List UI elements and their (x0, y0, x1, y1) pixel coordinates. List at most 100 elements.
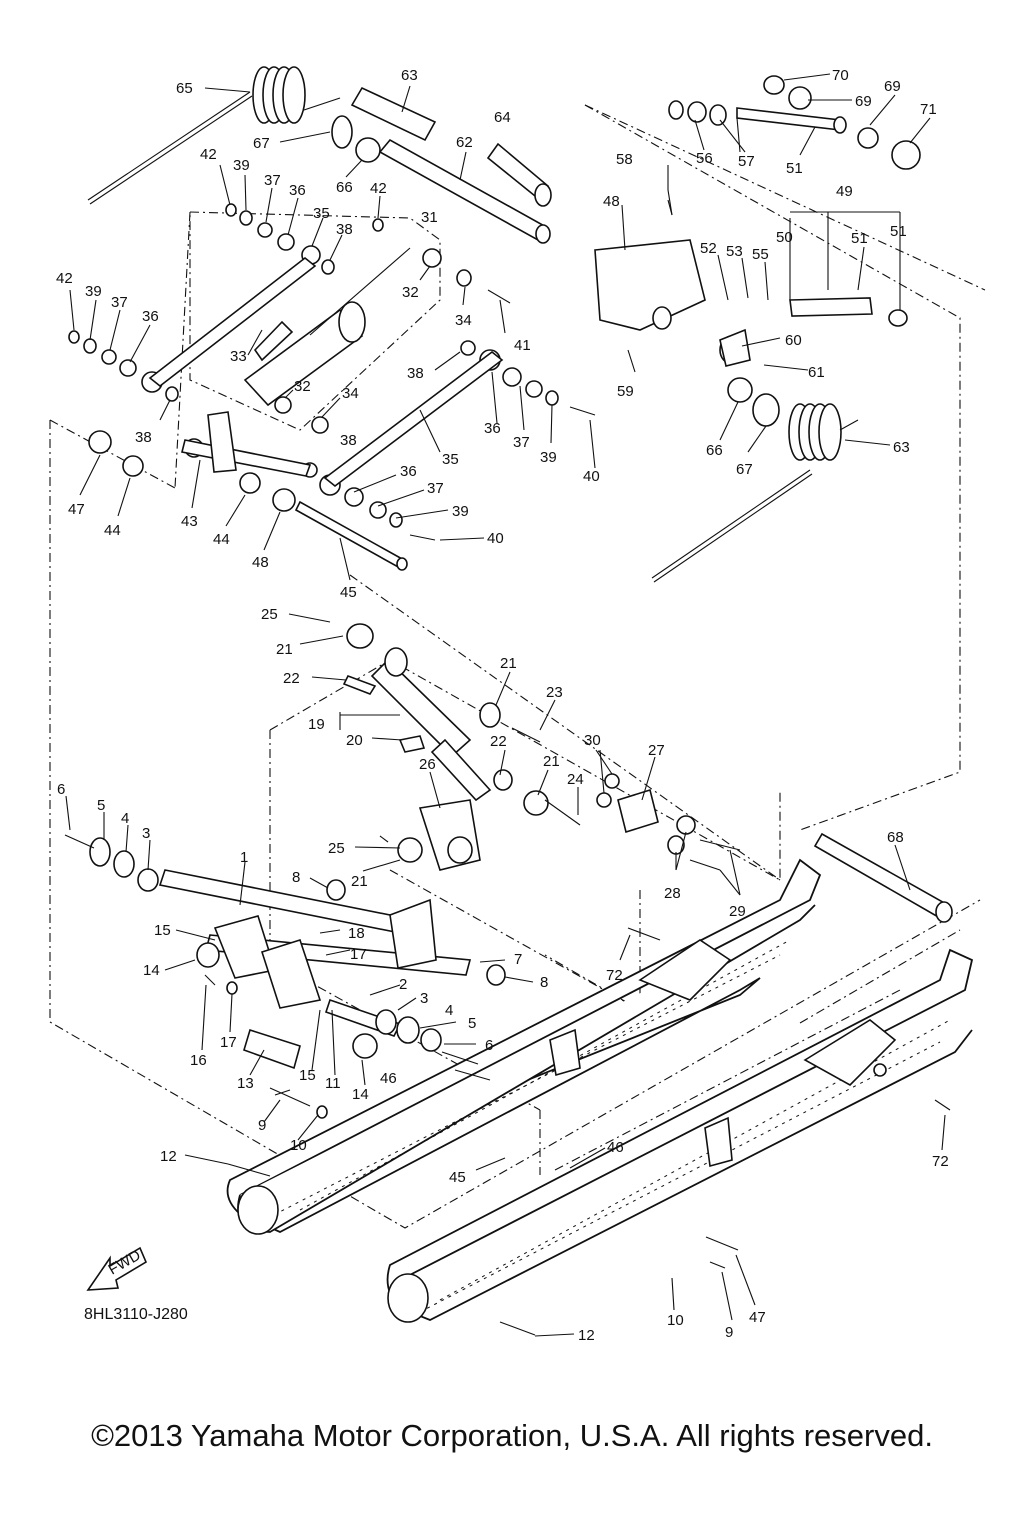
callout-3: 3 (420, 990, 428, 1007)
callout-39: 39 (540, 449, 557, 466)
callout-36: 36 (400, 463, 417, 480)
callout-63: 63 (401, 67, 418, 84)
callout-15: 15 (299, 1067, 316, 1084)
callout-21: 21 (543, 753, 560, 770)
callout-28: 28 (664, 885, 681, 902)
callout-15: 15 (154, 922, 171, 939)
callout-67: 67 (736, 461, 753, 478)
callout-36: 36 (484, 420, 501, 437)
callout-7: 7 (514, 951, 522, 968)
callout-21: 21 (351, 873, 368, 890)
callout-6: 6 (485, 1037, 493, 1054)
callout-59: 59 (617, 383, 634, 400)
callout-38: 38 (340, 432, 357, 449)
callout-40: 40 (487, 530, 504, 547)
shock-absorber (342, 623, 696, 871)
callout-10: 10 (290, 1137, 307, 1154)
callout-70: 70 (832, 67, 849, 84)
callout-labels: 65 63 64 67 66 62 70 69 69 71 51 57 56 5… (56, 67, 949, 1344)
callout-33: 33 (230, 348, 247, 365)
diagram-code: 8HL3110-J280 (84, 1306, 188, 1323)
callout-42: 42 (200, 146, 217, 163)
callout-17: 17 (350, 946, 367, 963)
callout-66: 66 (336, 179, 353, 196)
callout-26: 26 (419, 756, 436, 773)
callout-19: 19 (308, 716, 325, 733)
callout-47: 47 (749, 1309, 766, 1326)
callout-34: 34 (342, 385, 359, 402)
callout-72: 72 (932, 1153, 949, 1170)
callout-32: 32 (294, 378, 311, 395)
callout-50: 49 (836, 183, 853, 200)
callout-14: 14 (143, 962, 160, 979)
callout-35: 35 (313, 205, 330, 222)
callout-8: 8 (540, 974, 548, 991)
callout-37: 37 (111, 294, 128, 311)
callout-58: 58 (616, 151, 633, 168)
callout-37: 37 (513, 434, 530, 451)
callout-51: 50 (776, 229, 793, 246)
callout-37: 37 (427, 480, 444, 497)
callout-24: 24 (567, 771, 584, 788)
callout-4: 4 (445, 1002, 453, 1019)
callout-46: 46 (607, 1139, 624, 1156)
callout-72: 72 (606, 967, 623, 984)
callout-44: 44 (213, 531, 230, 548)
callout-25: 25 (261, 606, 278, 623)
callout-35: 35 (442, 451, 459, 468)
callout-3: 3 (142, 825, 150, 842)
callout-60: 60 (785, 332, 802, 349)
callout-39: 39 (233, 157, 250, 174)
callout-5: 5 (468, 1015, 476, 1032)
callout-54: 52 (700, 240, 717, 257)
callout-9: 9 (725, 1324, 733, 1341)
callout-21: 21 (500, 655, 517, 672)
callout-49: 48 (603, 193, 620, 210)
upper-damper (243, 247, 411, 407)
torsion-spring-right (651, 403, 859, 583)
callout-53: 51 (786, 160, 803, 177)
bolts (64, 189, 951, 1336)
leader-lines (65, 73, 946, 1337)
callout-63: 64 (494, 109, 511, 126)
bushings (68, 75, 921, 528)
callout-17: 17 (220, 1034, 237, 1051)
callout-21: 21 (276, 641, 293, 658)
callout-38: 38 (135, 429, 152, 446)
callout-41: 41 (514, 337, 531, 354)
fwd-arrow-icon: FWD (86, 1247, 148, 1291)
callout-68: 68 (887, 829, 904, 846)
callout-32: 32 (402, 284, 419, 301)
callout-12: 12 (578, 1327, 595, 1344)
callout-4: 4 (121, 810, 129, 827)
callout-14: 14 (352, 1086, 369, 1103)
callout-34: 34 (455, 312, 472, 329)
slide-rail-right (386, 948, 974, 1323)
callout-69: 69 (855, 93, 872, 110)
callout-29: 29 (729, 903, 746, 920)
callout-71: 71 (920, 101, 937, 118)
torsion-spring-left (87, 66, 341, 205)
rear-bracket (594, 199, 908, 367)
callout-27: 27 (648, 742, 665, 759)
callout-62: 62 (456, 134, 473, 151)
callout-61: 61 (808, 364, 825, 381)
callout-38: 38 (407, 365, 424, 382)
callout-20: 20 (346, 732, 363, 749)
callout-56: 56 (696, 150, 713, 167)
callout-30: 30 (584, 732, 601, 749)
front-arm (89, 837, 506, 1119)
callout-55: 53 (726, 243, 743, 260)
callout-9: 9 (258, 1117, 266, 1134)
callout-36: 36 (142, 308, 159, 325)
callout-64: 63 (893, 439, 910, 456)
callout-51: 51 (890, 223, 907, 240)
callout-57: 57 (738, 153, 755, 170)
callout-48: 47 (68, 501, 85, 518)
callout-22: 22 (283, 670, 300, 687)
callout-69: 69 (884, 78, 901, 95)
callout-23: 23 (546, 684, 563, 701)
callout-40: 40 (583, 468, 600, 485)
callout-18: 18 (348, 925, 365, 942)
callout-8: 8 (292, 869, 300, 886)
